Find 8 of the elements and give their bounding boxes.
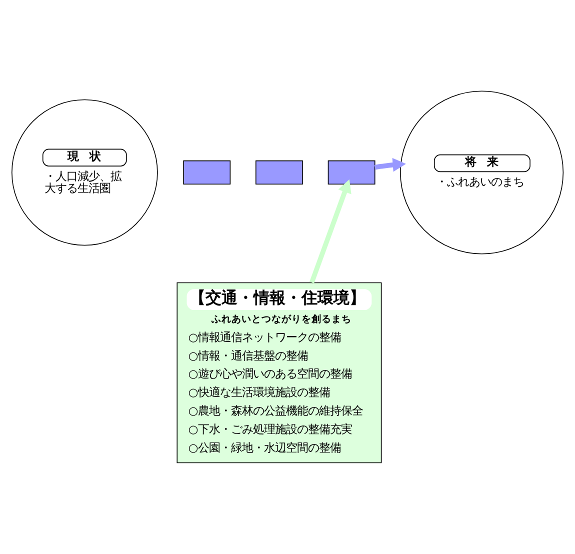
- node-box: [183, 160, 231, 185]
- node-circle: 将 来 ・ふれあいのまち: [400, 90, 564, 254]
- node-box: 【交通・情報・住環境】 ふれあいとつながりを創るまち ○情報通信ネットワークの整備 ○情報・通信基盤の整備 ○遊び心や潤いのある空間の整備 ○快適な生活環境施設の整備 ○農地・森林の公益機能の維持保全 ○下水・ごみ処理施設の整備充実 ○公園・緑地・水辺空間の整備: [176, 282, 382, 464]
- arrow: [374, 158, 406, 172]
- node-box: [328, 160, 376, 185]
- node-circle: 現 状 ・人口減少、拡大する生活圏: [12, 99, 158, 246]
- arrow: [309, 179, 352, 284]
- node-box: [256, 160, 303, 185]
